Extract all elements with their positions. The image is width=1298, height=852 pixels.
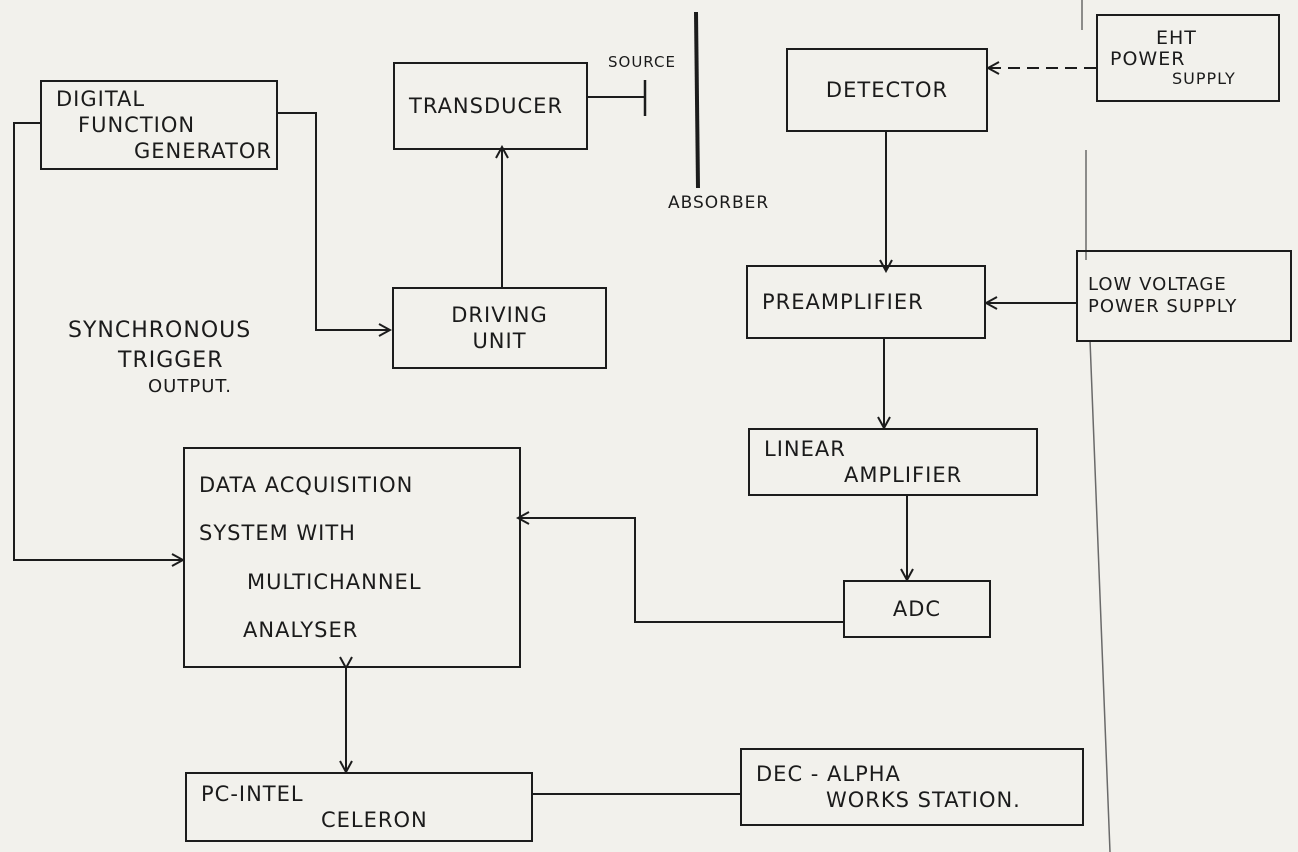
eht-power-supply-box: EHT POWER SUPPLY	[1096, 14, 1280, 102]
wire-generator-to-driver	[278, 112, 390, 330]
linamp-line-1: LINEAR	[764, 436, 846, 461]
daq-line-4: ANALYSER	[243, 617, 359, 642]
frame-line	[1081, 0, 1111, 852]
driving-line-2: UNIT	[472, 329, 527, 353]
source-label: SOURCE	[608, 53, 676, 71]
eht-line-3: SUPPLY	[1172, 69, 1236, 89]
synchronous-trigger-label: SYNCHRONOUS TRIGGER OUTPUT.	[68, 318, 252, 398]
driving-unit-box: DRIVING UNIT	[392, 287, 607, 369]
daq-line-2: SYSTEM WITH	[199, 521, 356, 546]
low-voltage-power-supply-box: LOW VOLTAGE POWER SUPPLY	[1076, 250, 1292, 342]
lv-line-1: LOW VOLTAGE	[1088, 273, 1227, 295]
workstation-line-2: WORKS STATION.	[826, 788, 1021, 812]
data-acquisition-system-box: DATA ACQUISITION SYSTEM WITH MULTICHANNE…	[183, 447, 521, 668]
linamp-line-2: AMPLIFIER	[844, 463, 963, 487]
absorber-plate	[694, 11, 700, 189]
absorber-label: ABSORBER	[668, 193, 770, 213]
adc-box: ADC	[843, 580, 991, 638]
adc-label: ADC	[892, 596, 942, 621]
digital-function-generator-box: DIGITAL FUNCTION GENERATOR	[40, 80, 278, 170]
workstation-line-1: DEC - ALPHA	[756, 761, 901, 786]
lv-line-2: POWER SUPPLY	[1088, 296, 1238, 317]
preamplifier-box: PREAMPLIFIER	[746, 265, 986, 339]
generator-line-3: GENERATOR	[134, 139, 272, 164]
generator-line-2: FUNCTION	[78, 112, 196, 137]
transducer-label: TRANSDUCER	[409, 93, 564, 118]
driving-line-1: DRIVING	[451, 302, 548, 327]
eht-line-1: EHT	[1156, 27, 1197, 50]
wire-trigger-to-daq	[13, 122, 183, 560]
dec-alpha-workstation-box: DEC - ALPHA WORKS STATION.	[740, 748, 1084, 826]
pc-line-1: PC-INTEL	[201, 781, 304, 806]
preamplifier-label: PREAMPLIFIER	[762, 289, 924, 314]
daq-line-1: DATA ACQUISITION	[199, 473, 414, 497]
linear-amplifier-box: LINEAR AMPLIFIER	[748, 428, 1038, 496]
detector-box: DETECTOR	[786, 48, 988, 132]
detector-label: DETECTOR	[825, 77, 949, 102]
eht-line-2: POWER	[1110, 48, 1186, 71]
generator-line-1: DIGITAL	[56, 86, 146, 111]
pc-intel-celeron-box: PC-INTEL CELERON	[185, 772, 533, 842]
transducer-box: TRANSDUCER	[393, 62, 588, 150]
pc-line-2: CELERON	[321, 808, 428, 832]
wire-adc-to-daq	[518, 518, 843, 623]
daq-line-3: MULTICHANNEL	[247, 569, 422, 594]
